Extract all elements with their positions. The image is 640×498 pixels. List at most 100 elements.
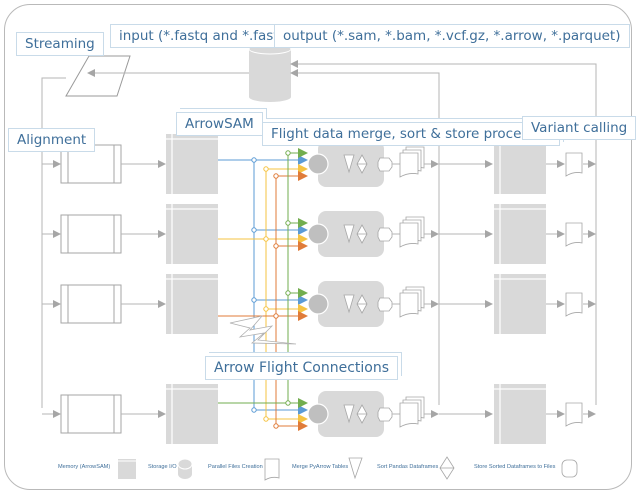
variant-memory-block-icon (494, 204, 546, 264)
lightning-bolt-icon (229, 315, 297, 345)
flight-connection-blue (218, 155, 308, 415)
document-page (399, 222, 419, 248)
legend-storage-icon (177, 458, 193, 479)
aligner-box (60, 144, 122, 184)
pipeline-row (42, 204, 596, 264)
flight-junction-dot (251, 157, 257, 163)
streaming-parallelogram-icon (65, 55, 131, 97)
flight-process-node (307, 281, 393, 327)
flight-junction-dot (273, 243, 279, 249)
flight-junction-dot (285, 400, 291, 406)
memory-block (166, 204, 218, 264)
memory-block-icon (166, 274, 218, 334)
memory-block (494, 204, 546, 264)
legend-document-icon (264, 458, 280, 481)
outer-frame (4, 4, 632, 490)
store-hexagon-icon (377, 157, 393, 172)
memory-block (494, 384, 546, 444)
flight-junction-dot (263, 236, 269, 242)
flight-junction-dot (285, 290, 291, 296)
merge-triangle-icon (343, 154, 355, 174)
legend-label-storage: Storage I/O (148, 464, 177, 470)
memory-block (166, 134, 218, 194)
streaming-label: Streaming (16, 32, 104, 56)
vcf-file-icon (565, 152, 583, 177)
flight-junction-dot (251, 227, 257, 233)
merge-triangle-icon (343, 404, 355, 424)
flight-process-node (307, 141, 393, 187)
flight-junction-dot (273, 423, 279, 429)
aligner-box (60, 284, 122, 324)
store-hexagon-icon (377, 407, 393, 422)
flight-junction-dot (251, 297, 257, 303)
variant-calling-label: Variant calling (522, 116, 637, 140)
store-hexagon-icon (377, 227, 393, 242)
flight-processes-label: Flight data merge, sort & store processe… (262, 122, 560, 146)
parallel-files-icon (399, 396, 425, 428)
legend-store-hexagon-icon (561, 459, 578, 478)
store-hexagon-icon (377, 297, 393, 312)
flight-output-return-arrow (290, 69, 440, 405)
flight-receiver-circle-icon (307, 293, 329, 315)
legend-label-store: Store Sorted Dataframes to Files (474, 464, 556, 470)
parallel-files-icon (399, 286, 425, 318)
flight-receiver-circle-icon (307, 153, 329, 175)
variant-memory-block-icon (494, 384, 546, 444)
parallel-files-icon (399, 146, 425, 178)
aligner-box (60, 394, 122, 434)
arrow-flight-connections-label: Arrow Flight Connections (205, 356, 399, 380)
pipeline-row (42, 274, 596, 334)
cylinder-body (249, 49, 291, 102)
flight-receiver-circle-icon (307, 223, 329, 245)
aligner-box (60, 214, 122, 254)
vcf-file-icon (565, 402, 583, 427)
vcf-file-icon (565, 222, 583, 247)
legend-merge-triangle-icon (348, 457, 363, 480)
legend-label-parallel-files: Parallel Files Creation (208, 464, 263, 470)
legend-label-memory: Memory (ArrowSAM) (58, 464, 111, 470)
alignment-label: Alignment (8, 128, 96, 152)
document-page (399, 402, 419, 428)
flight-junction-dot (285, 220, 291, 226)
memory-block-icon (166, 204, 218, 264)
input-label: input (*.fastq and *.fasta) (110, 24, 302, 48)
document-page (399, 292, 419, 318)
flight-junction-dot (263, 166, 269, 172)
flight-process-node (307, 211, 393, 257)
arrowsam-label: ArrowSAM (176, 112, 263, 136)
document-page (399, 152, 419, 178)
legend-memory-icon (118, 459, 136, 479)
flight-process-node (307, 391, 393, 437)
flight-connection-orange (218, 171, 308, 431)
flight-junction-dot (263, 416, 269, 422)
flight-junction-dot (285, 150, 291, 156)
flight-junction-dot (273, 313, 279, 319)
flight-junction-dot (273, 173, 279, 179)
vcf-file-icon (565, 292, 583, 317)
memory-block-icon (166, 134, 218, 194)
memory-block-icon (166, 384, 218, 444)
variant-output-return-arrow (290, 60, 597, 405)
flight-connection-yellow (218, 164, 308, 424)
merge-triangle-icon (343, 224, 355, 244)
cylinder-top (177, 458, 193, 470)
aligner-process-icon (60, 284, 122, 324)
memory-block (494, 274, 546, 334)
variant-memory-block-icon (494, 274, 546, 334)
output-label: output (*.sam, *.bam, *.vcf.gz, *.arrow,… (274, 24, 630, 48)
streaming-to-alignment-line (41, 77, 66, 128)
flight-junction-dot (251, 407, 257, 413)
memory-block (166, 384, 218, 444)
parallel-files-icon (399, 216, 425, 248)
aligner-process-icon (60, 394, 122, 434)
legend-label-sort: Sort Pandas Dataframes (377, 464, 439, 470)
legend-label-merge: Merge PyArrow Tables (292, 464, 349, 470)
aligner-process-icon (60, 214, 122, 254)
merge-triangle-icon (343, 294, 355, 314)
memory-block (166, 274, 218, 334)
flight-junction-dot (263, 306, 269, 312)
pipeline-row (42, 384, 596, 444)
flight-receiver-circle-icon (307, 403, 329, 425)
